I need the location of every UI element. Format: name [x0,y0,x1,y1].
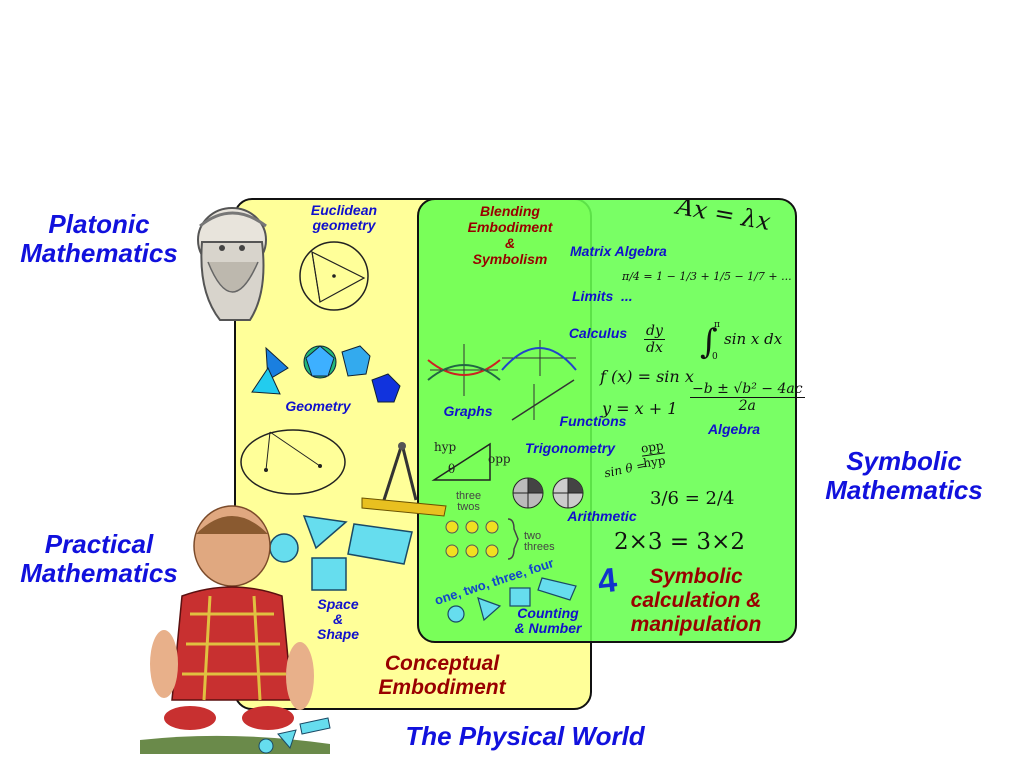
integral-formula: sin x dx [724,330,783,348]
counting-number-label: Counting& Number [514,605,582,636]
graph-sketches-icon [427,340,577,421]
graphs-label: Graphs [443,403,493,419]
fraction-pies-icon [512,477,584,509]
functions-label: Functions [559,413,627,429]
euclidean-circle-icon [299,241,369,311]
integral-upper-bound: π [714,320,720,330]
triangle-opp-label: opp [488,452,511,466]
compass-ruler-icon [361,442,447,517]
triangle-theta-label: θ [448,462,456,476]
algebra-label: Algebra [707,421,761,437]
polyhedra-icon [251,345,401,403]
plato-bust-icon [197,207,267,321]
trigonometry-label: Trigonometry [525,440,615,456]
integral-lower-bound: 0 [712,352,718,362]
limits-label: Limits ... [572,288,633,304]
space-shape-label: Space&Shape [316,596,359,642]
dot-grouping-icon [445,518,519,560]
line-formula: y = x + 1 [602,399,678,418]
commutative-formula: 2×3 = 3×2 [614,529,745,555]
physical-world-label: The Physical World [405,721,645,751]
calculus-label: Calculus [568,325,628,341]
symbolism-region [417,198,797,643]
ellipse-foci-icon [240,429,346,495]
matrix-algebra-label: Matrix Algebra [570,243,667,259]
scattered-shapes-icon [258,717,331,754]
baby-photo-icon [140,505,330,754]
geometry-label: Geometry [285,398,351,414]
counting-shapes-icon [447,577,577,623]
integral-sign: ∫ [700,322,718,362]
function-formula: f (x) = sin x [600,367,694,386]
arithmetic-label: Arithmetic [567,508,637,524]
space-shapes-icon [269,515,413,591]
fraction-equality: 3/6 = 2/4 [650,488,735,509]
leibniz-series: π/4 = 1 − 1/3 + 1/5 − 1/7 + ... [622,270,792,283]
triangle-hyp-label: hyp [434,440,457,454]
right-triangle-icon [431,442,491,481]
numeral-four: 4 [596,561,619,601]
